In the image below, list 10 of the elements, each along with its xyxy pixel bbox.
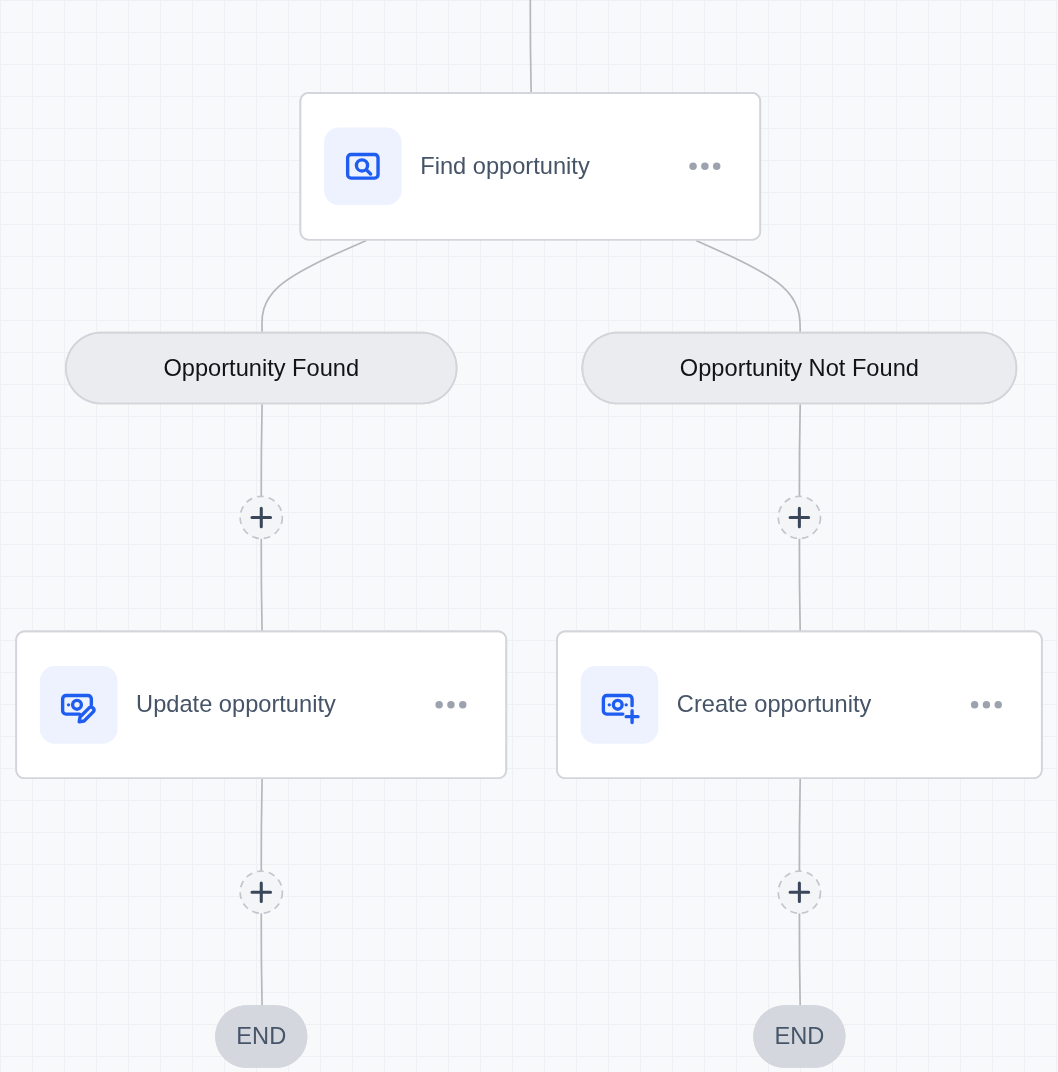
connector: [798, 403, 802, 498]
connector: [798, 912, 802, 1008]
connector: [798, 778, 802, 872]
connector: [260, 403, 263, 498]
connector: [260, 778, 263, 872]
node-circle: [239, 495, 284, 540]
connector: [260, 912, 263, 1008]
node-circle: [777, 495, 822, 540]
node-circle: [777, 870, 822, 915]
node-circle: [239, 870, 284, 915]
